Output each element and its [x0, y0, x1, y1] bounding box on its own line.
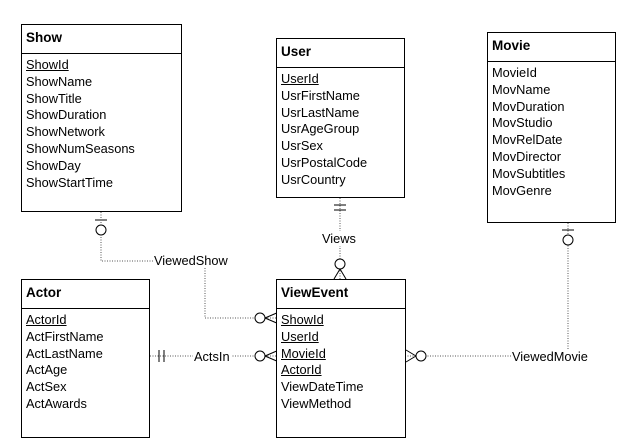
- entity-field: ActSex: [26, 379, 67, 395]
- entity-field: UsrCountry: [281, 171, 346, 187]
- relationship-label-viewed-movie: ViewedMovie: [511, 349, 589, 364]
- entity-field: MovSubtitles: [492, 165, 566, 181]
- entity-field: MovieId: [281, 345, 326, 361]
- entity-field: ActFirstName: [26, 328, 104, 344]
- entity-field: UserId: [281, 328, 319, 344]
- entity-field: ShowDay: [26, 157, 81, 173]
- entity-field: MovGenre: [492, 182, 552, 198]
- entity-field: ActorId: [281, 362, 322, 378]
- entity-field: MovName: [492, 81, 551, 97]
- entity-title: Movie: [492, 38, 531, 53]
- entity-field: MovDirector: [492, 148, 561, 164]
- entity-divider: [277, 308, 405, 309]
- entity-field: ActAwards: [26, 395, 87, 411]
- entity-field: UsrFirstName: [281, 87, 360, 103]
- entity-field: UsrPostalCode: [281, 154, 368, 170]
- entity-field: UsrAgeGroup: [281, 121, 360, 137]
- entity-divider: [488, 61, 615, 62]
- relationship-label-viewed-show: ViewedShow: [153, 253, 229, 268]
- entity-field: MovStudio: [492, 115, 553, 131]
- entity-field: UserId: [281, 71, 319, 86]
- viewed-movie-connector: [405, 223, 574, 363]
- entity-field: ShowNetwork: [26, 124, 105, 140]
- entity-title: Show: [26, 30, 62, 45]
- entity-field: ShowStartTime: [26, 174, 113, 190]
- relationship-label-acts-in: ActsIn: [193, 349, 231, 364]
- entity-title: ViewEvent: [281, 285, 349, 300]
- entity-field: ViewDateTime: [281, 379, 364, 395]
- entity-divider: [277, 67, 404, 68]
- entity-title: Actor: [26, 285, 62, 300]
- entity-divider: [22, 308, 149, 309]
- entity-title: User: [281, 44, 312, 59]
- entity-field: ActAge: [26, 362, 68, 378]
- relationship-label-views: Views: [321, 231, 357, 246]
- entity-field: ShowDuration: [26, 107, 107, 123]
- entity-field: ActLastName: [26, 345, 103, 361]
- entity-divider: [22, 53, 181, 54]
- entity-field: MovRelDate: [492, 132, 563, 148]
- entity-field: ShowId: [26, 57, 69, 72]
- entity-field: ShowTitle: [26, 90, 82, 106]
- entity-field: UsrSex: [281, 138, 323, 154]
- entity-field: MovDuration: [492, 98, 565, 114]
- entity-field: ViewMethod: [281, 395, 352, 411]
- entity-field: ActorId: [26, 312, 67, 327]
- entity-field: ShowName: [26, 73, 93, 89]
- entity-field: MovieId: [492, 65, 537, 80]
- entity-field: UsrLastName: [281, 104, 360, 120]
- entity-field: ShowNumSeasons: [26, 140, 135, 156]
- entity-field: ShowId: [281, 312, 324, 327]
